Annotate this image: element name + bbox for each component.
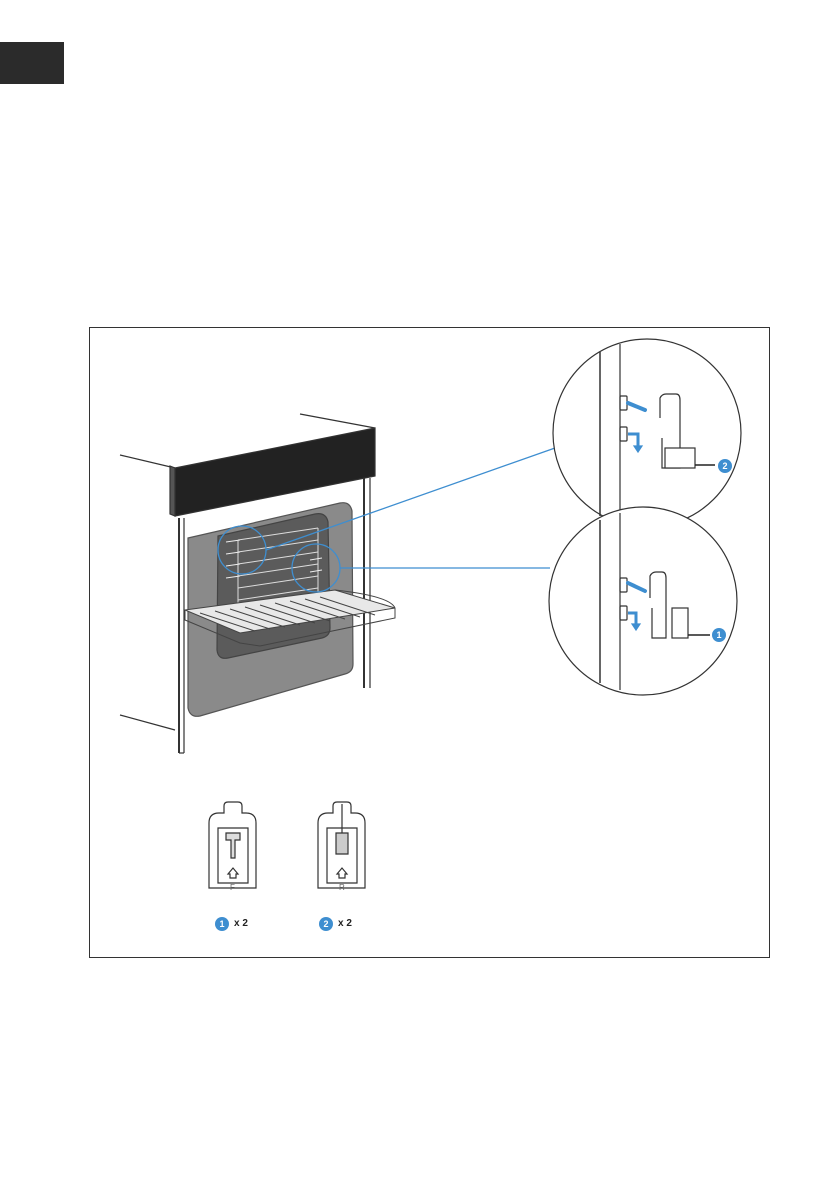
part-2-quantity: x 2 xyxy=(338,917,352,931)
figure-illustration: F R xyxy=(90,328,771,959)
part-1-quantity: x 2 xyxy=(234,917,248,931)
installation-figure: F R 2 1 1 x 2 2 x 2 xyxy=(89,327,770,958)
detail-inset-top xyxy=(553,339,741,527)
detail-inset-bottom xyxy=(549,507,737,695)
part-1-embossed-letter: F xyxy=(230,883,235,892)
part-1-marker: 1 xyxy=(215,917,229,931)
oven-illustration xyxy=(120,414,395,753)
callout-marker-2: 2 xyxy=(718,459,732,473)
part-2-embossed-letter: R xyxy=(339,883,345,892)
part-illustration-2: R xyxy=(318,802,365,892)
part-illustration-1: F xyxy=(209,802,256,892)
language-tab xyxy=(0,42,64,84)
callout-marker-1: 1 xyxy=(712,628,726,642)
part-2-marker: 2 xyxy=(319,917,333,931)
